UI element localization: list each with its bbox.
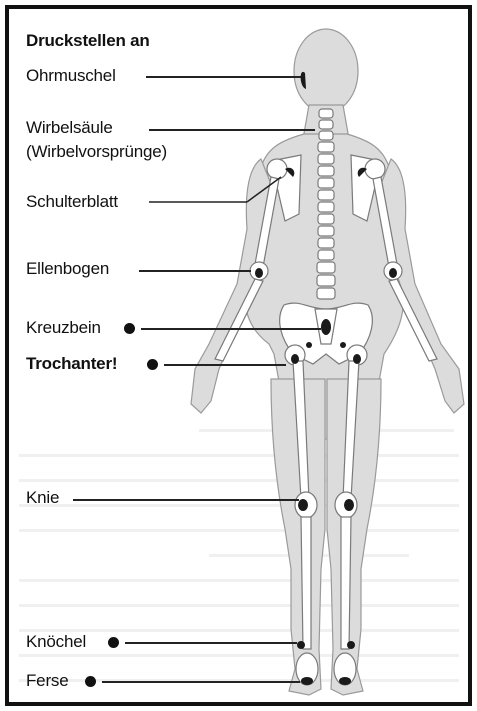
- label-knoechel: Knöchel: [26, 632, 86, 652]
- leader-ferse: [102, 681, 300, 683]
- ferse-bullet: [85, 676, 96, 687]
- leader-trochanter: [164, 364, 286, 366]
- label-kreuzbein: Kreuzbein: [26, 318, 101, 338]
- label-ferse: Ferse: [26, 671, 68, 691]
- trochanter-bullet: [147, 359, 158, 370]
- label-trochanter: Trochanter!: [26, 354, 117, 374]
- leader-knie: [73, 499, 299, 501]
- knoechel-bullet: [108, 637, 119, 648]
- diagram-frame: Druckstellen an Ohrmuschel Wirbelsäule (…: [5, 5, 472, 706]
- kreuzbein-bullet: [124, 323, 135, 334]
- label-ellenbogen: Ellenbogen: [26, 259, 109, 279]
- leader-ellenbogen: [139, 270, 251, 272]
- leader-kreuzbein: [141, 328, 321, 330]
- label-knie: Knie: [26, 488, 59, 508]
- leader-knoechel: [125, 642, 297, 644]
